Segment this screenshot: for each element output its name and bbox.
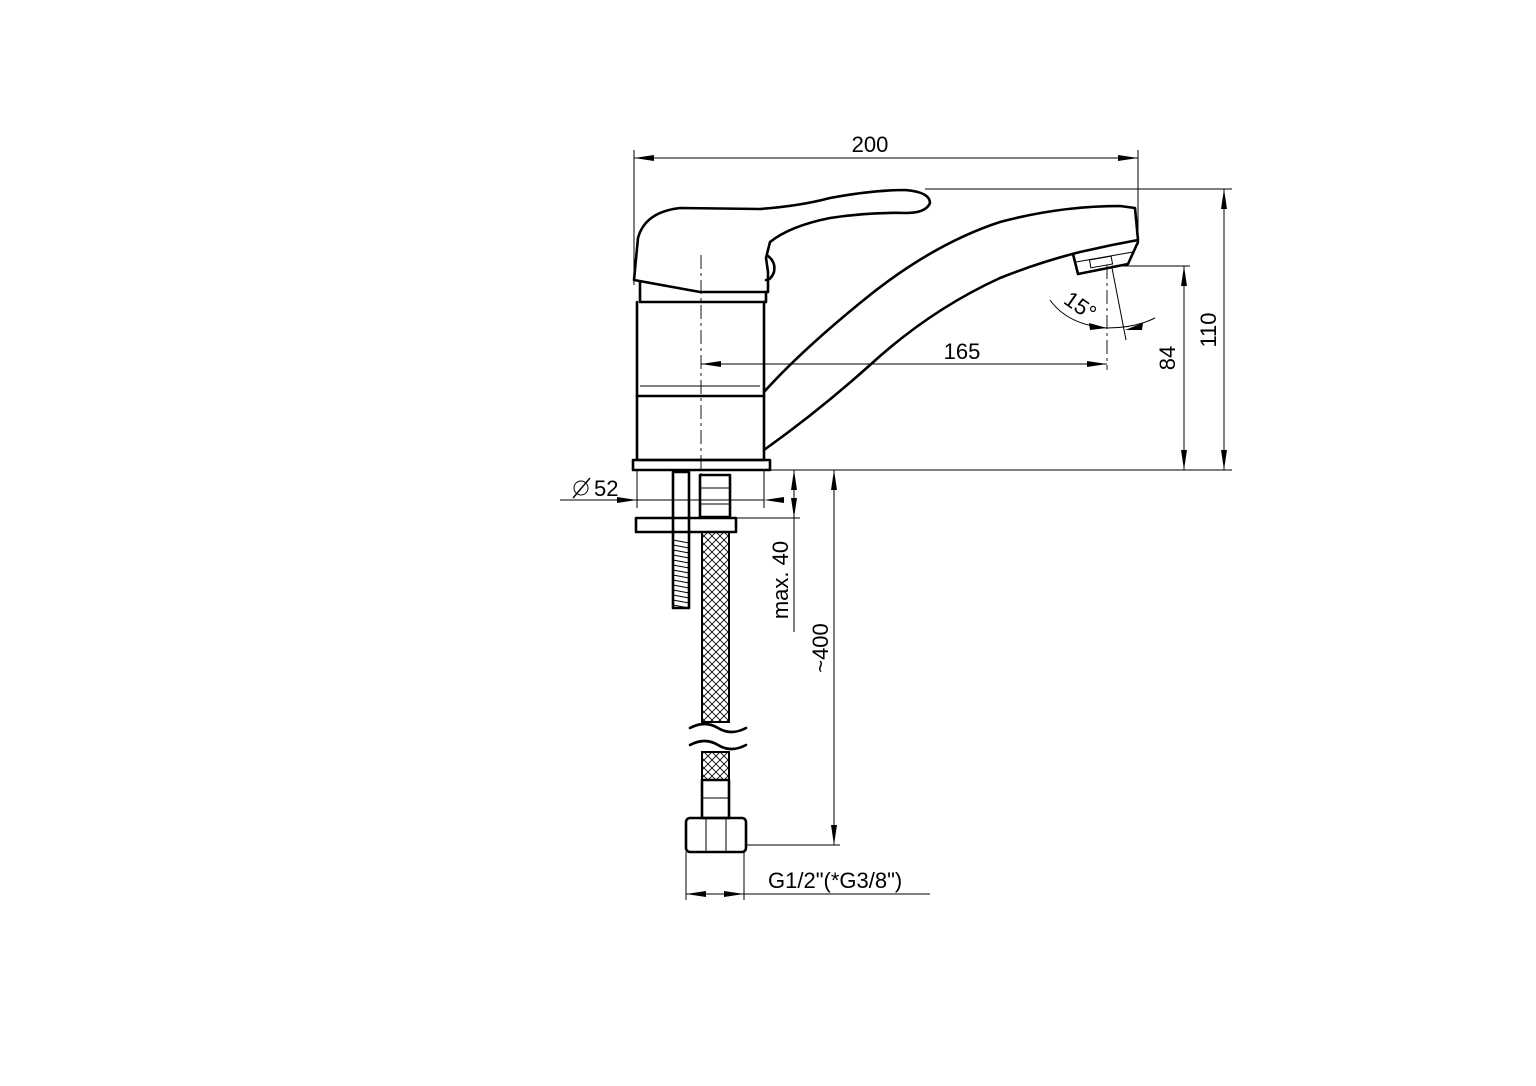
below-deck-parts (634, 470, 748, 854)
dimension-spout-angle: 15° (1049, 267, 1156, 341)
aerator (1071, 240, 1140, 276)
hose-top-fitting (698, 473, 732, 519)
base-flange (631, 458, 772, 472)
hose-length-label: ~400 (808, 623, 833, 673)
spout (762, 204, 1140, 452)
stud-thread-tick (672, 554, 690, 559)
braided-hose-upper (701, 531, 730, 723)
stud-threads (672, 539, 690, 609)
dimension-overall-height: 110 (770, 188, 1232, 471)
cartridge-sleeve (638, 280, 768, 304)
stud-thread-tick (672, 539, 690, 544)
spout-angle-label: 15° (1060, 286, 1102, 326)
connection-thread-label: G1/2"(*G3/8") (768, 868, 902, 893)
stud-thread-tick (672, 559, 690, 564)
outlet-height-label: 84 (1155, 346, 1180, 370)
aerator-slot (1088, 255, 1114, 269)
overall-height-label: 110 (1196, 312, 1221, 347)
stud-thread-tick (672, 569, 690, 574)
spout-reach-label: 165 (944, 339, 981, 364)
stud-thread-tick (672, 544, 690, 549)
stud-thread-tick (672, 564, 690, 569)
mixer-body (635, 300, 766, 462)
handle-cap (764, 254, 776, 282)
lever-handle (632, 188, 932, 294)
hose-nut (684, 816, 748, 854)
hose-break-symbol (688, 722, 748, 751)
stud-thread-tick (672, 584, 690, 589)
faucet-outline (631, 188, 1140, 472)
dimension-hose-length: ~400 (746, 470, 840, 846)
dimension-outlet-height: 84 (1112, 265, 1190, 470)
dimension-spout-reach: 165 (701, 339, 1107, 367)
mounting-thickness-label: max. 40 (768, 541, 793, 619)
dimension-base-diameter: 52 (560, 470, 784, 508)
overall-length-label: 200 (852, 132, 889, 157)
hose-bottom-ferrule (700, 778, 731, 820)
stud-thread-tick (672, 589, 690, 594)
diameter-icon (572, 477, 591, 499)
base-diameter-label: 52 (594, 476, 618, 501)
stud-thread-tick (672, 604, 690, 609)
mounting-plate (634, 516, 738, 534)
dimension-overall-length: 200 (633, 132, 1139, 285)
stud-thread-tick (672, 599, 690, 604)
dimension-mounting-thickness: max. 40 (736, 470, 800, 632)
stud-thread-tick (672, 574, 690, 579)
stud-thread-tick (672, 594, 690, 599)
stud-thread-tick (672, 579, 690, 584)
dimension-connection-thread: G1/2"(*G3/8") (685, 852, 930, 900)
braided-hose-lower (701, 751, 730, 781)
stud-thread-tick (672, 549, 690, 554)
